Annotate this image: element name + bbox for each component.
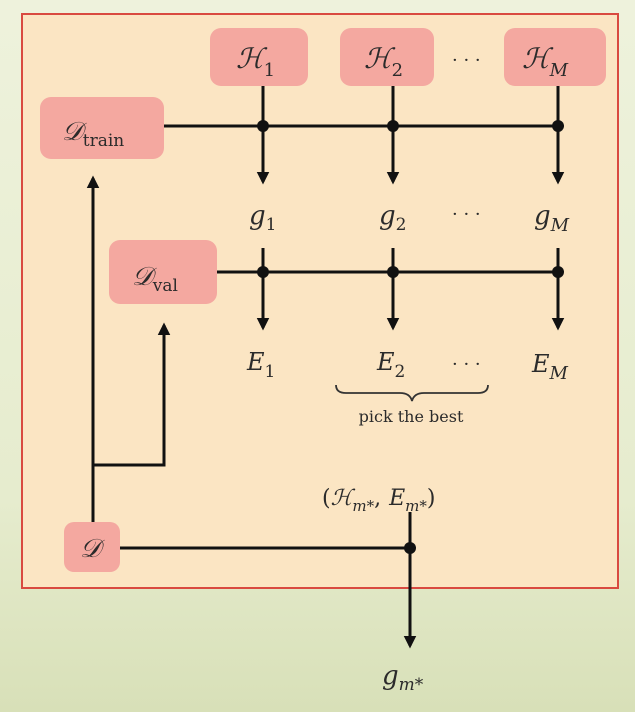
val-set-box bbox=[109, 240, 217, 304]
train-set-box bbox=[40, 97, 164, 159]
error-label-1: E1 bbox=[246, 348, 275, 382]
error-label-2: E2 bbox=[376, 348, 405, 382]
junction-val-1 bbox=[257, 266, 269, 278]
hypothesis-label-1: ℋ1 bbox=[236, 42, 275, 81]
pick-the-best-label: pick the best bbox=[359, 407, 464, 426]
model-label-2: g2 bbox=[379, 201, 406, 235]
hypothesis-label-2: ℋ2 bbox=[364, 42, 403, 81]
junction-train-2 bbox=[387, 120, 399, 132]
val-set-label: 𝒟val bbox=[132, 262, 178, 296]
hypothesis-box-m bbox=[504, 28, 606, 86]
model-label-m: gM bbox=[534, 201, 570, 236]
selected-pair-label: (ℋm*,Em*) bbox=[322, 486, 435, 515]
junction-val-m bbox=[552, 266, 564, 278]
junction-val-2 bbox=[387, 266, 399, 278]
final-model-label: gm* bbox=[382, 661, 424, 695]
hypothesis-box-2 bbox=[340, 28, 434, 86]
error-label-m: EM bbox=[531, 350, 569, 384]
model-ellipsis: · · · bbox=[452, 204, 481, 225]
hypothesis-box-1 bbox=[210, 28, 308, 86]
full-data-box bbox=[64, 522, 120, 572]
junction-train-1 bbox=[257, 120, 269, 132]
pick-brace bbox=[335, 384, 489, 402]
junction-train-m bbox=[552, 120, 564, 132]
train-set-label: 𝒟train bbox=[62, 117, 124, 151]
model-label-1: g1 bbox=[249, 201, 276, 235]
arrow-data-to-val bbox=[93, 322, 171, 467]
error-ellipsis: · · · bbox=[452, 354, 481, 375]
hypothesis-label-m: ℋM bbox=[522, 42, 569, 81]
hypothesis-ellipsis: · · · bbox=[452, 50, 481, 71]
